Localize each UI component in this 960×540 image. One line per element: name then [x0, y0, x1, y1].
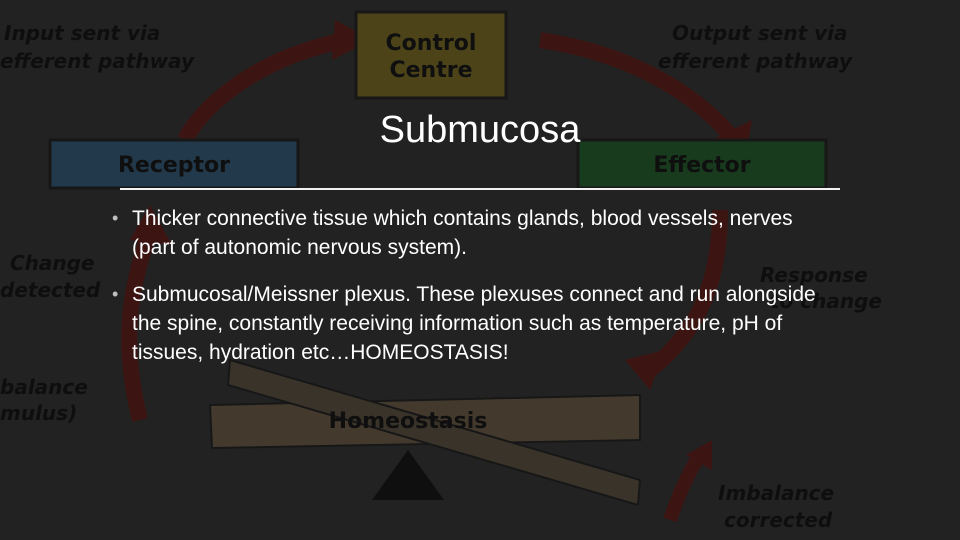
bullet-item: • Thicker connective tissue which contai… [108, 204, 838, 262]
arrow-head-corrected [686, 440, 712, 470]
control-centre-line-1: Control [386, 31, 477, 56]
output-text-line-1: Output sent via [672, 21, 848, 45]
bullet-list: • Thicker connective tissue which contai… [108, 204, 838, 385]
imbalance-right-line-2: corrected [724, 508, 833, 532]
arrow-output [538, 32, 737, 141]
bullet-text: Submucosal/Meissner plexus. These plexus… [132, 283, 816, 364]
arrow-head-change [130, 205, 172, 245]
control-centre-box [354, 10, 508, 100]
change-text-line-2: detected [0, 278, 101, 302]
input-text-line-2: efferent pathway [0, 49, 195, 73]
seesaw-fulcrum [372, 450, 444, 500]
title-underline [120, 188, 840, 190]
imbalance-right-line-1: Imbalance [718, 481, 834, 505]
slide-title: Submucosa [379, 109, 581, 151]
response-text-line-1: Response [760, 263, 868, 287]
imbalance-left-line-2: mulus) [0, 401, 77, 425]
control-centre-line-2: Centre [389, 58, 472, 83]
arrow-response [644, 209, 728, 377]
arrow-input [177, 32, 347, 144]
receptor-box [48, 138, 300, 190]
change-text-line-1: Change [10, 251, 95, 275]
arrow-head-response [625, 350, 665, 390]
bullet-dot-icon: • [112, 208, 119, 228]
seesaw-plank-lower [226, 358, 642, 507]
output-text-line-2: efferent pathway [658, 49, 853, 73]
input-text-line-1: Input sent via [4, 21, 160, 45]
arrow-change [121, 227, 158, 422]
effector-label: Effector [653, 153, 750, 178]
bullet-item: • Submucosal/Meissner plexus. These plex… [108, 280, 838, 367]
arrow-head-input [332, 20, 372, 60]
response-text-line-2: to change [770, 289, 882, 313]
imbalance-left-line-1: balance [0, 375, 88, 399]
bullet-dot-icon: • [112, 284, 119, 304]
receptor-label: Receptor [118, 153, 230, 178]
bullet-text: Thicker connective tissue which contains… [132, 207, 793, 259]
homeostasis-label: Homeostasis [329, 409, 488, 434]
